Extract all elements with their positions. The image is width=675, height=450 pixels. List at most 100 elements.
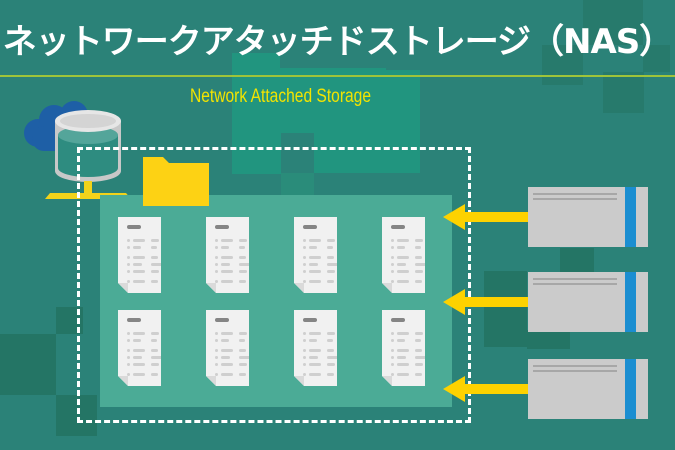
doc-line	[127, 356, 130, 359]
doc-line	[309, 246, 317, 249]
doc-line	[415, 356, 427, 359]
doc-line	[303, 246, 306, 249]
doc-line	[215, 332, 218, 335]
doc-line	[309, 270, 321, 273]
doc-line	[133, 339, 141, 342]
doc-line	[309, 332, 321, 335]
doc-line	[239, 270, 247, 273]
nas-storage-group	[24, 101, 131, 199]
doc-fold	[382, 376, 392, 386]
document-icon[interactable]	[118, 310, 161, 386]
doc-line	[127, 280, 130, 283]
doc-line	[327, 363, 335, 366]
doc-line	[127, 373, 130, 376]
doc-fold	[118, 283, 128, 293]
doc-line	[415, 263, 427, 266]
title-divider	[0, 75, 675, 77]
doc-line	[239, 363, 247, 366]
doc-line	[397, 349, 409, 352]
doc-line	[303, 239, 306, 242]
doc-line	[133, 356, 142, 359]
doc-line	[221, 373, 233, 376]
folder-icon[interactable]	[143, 157, 209, 207]
bg-square	[542, 45, 583, 85]
server-accent	[625, 272, 636, 332]
doc-line	[215, 373, 218, 376]
doc-heading	[127, 318, 141, 322]
doc-line	[303, 332, 306, 335]
bg-square	[56, 395, 97, 436]
doc-line	[239, 349, 246, 352]
doc-line	[239, 356, 251, 359]
bg-square	[484, 271, 527, 347]
doc-line	[215, 339, 218, 342]
doc-line	[309, 356, 318, 359]
doc-line	[303, 270, 306, 273]
doc-line	[327, 356, 339, 359]
doc-line	[327, 280, 334, 283]
client-server[interactable]	[528, 272, 648, 332]
doc-line	[309, 339, 317, 342]
doc-line	[327, 373, 334, 376]
doc-line	[151, 363, 159, 366]
doc-line	[133, 332, 145, 335]
doc-line	[221, 246, 229, 249]
document-icon[interactable]	[118, 217, 161, 293]
client-server[interactable]	[528, 187, 648, 247]
doc-line	[391, 356, 394, 359]
doc-fold	[382, 283, 392, 293]
arrow-left-icon	[443, 289, 529, 315]
doc-line	[151, 339, 157, 342]
doc-line	[327, 256, 334, 259]
doc-heading	[303, 225, 317, 229]
doc-line	[127, 246, 130, 249]
doc-line	[397, 363, 409, 366]
doc-line	[151, 270, 159, 273]
server-line	[533, 278, 617, 280]
doc-line	[397, 270, 409, 273]
doc-heading	[215, 225, 229, 229]
server-line	[533, 283, 617, 285]
doc-line	[391, 339, 394, 342]
doc-line	[221, 263, 230, 266]
doc-line	[309, 263, 318, 266]
doc-line	[215, 363, 218, 366]
doc-line	[239, 373, 246, 376]
doc-line	[391, 270, 394, 273]
doc-line	[215, 246, 218, 249]
doc-line	[151, 349, 158, 352]
doc-line	[397, 339, 405, 342]
doc-line	[127, 339, 130, 342]
doc-line	[239, 239, 247, 242]
document-icon[interactable]	[294, 310, 337, 386]
doc-line	[415, 270, 423, 273]
document-icon[interactable]	[206, 310, 249, 386]
doc-line	[239, 280, 246, 283]
document-icon[interactable]	[382, 217, 425, 293]
doc-line	[127, 270, 130, 273]
doc-line	[151, 246, 157, 249]
bg-square	[583, 0, 643, 45]
bg-square	[0, 334, 56, 395]
server-line	[533, 370, 617, 372]
doc-heading	[391, 318, 405, 322]
doc-line	[309, 363, 321, 366]
doc-line	[397, 239, 409, 242]
document-icon[interactable]	[294, 217, 337, 293]
document-icon[interactable]	[206, 217, 249, 293]
doc-heading	[127, 225, 141, 229]
doc-line	[133, 349, 145, 352]
document-icon[interactable]	[382, 310, 425, 386]
server-line	[533, 193, 617, 195]
database-cylinder-icon	[55, 110, 121, 182]
client-server[interactable]	[528, 359, 648, 419]
doc-line	[309, 256, 321, 259]
doc-line	[133, 280, 145, 283]
nas-boundary	[77, 147, 471, 423]
server-line	[533, 365, 617, 367]
doc-line	[391, 373, 394, 376]
doc-line	[303, 363, 306, 366]
doc-line	[239, 246, 245, 249]
doc-line	[221, 280, 233, 283]
subtitle: Network Attached Storage	[190, 86, 372, 107]
